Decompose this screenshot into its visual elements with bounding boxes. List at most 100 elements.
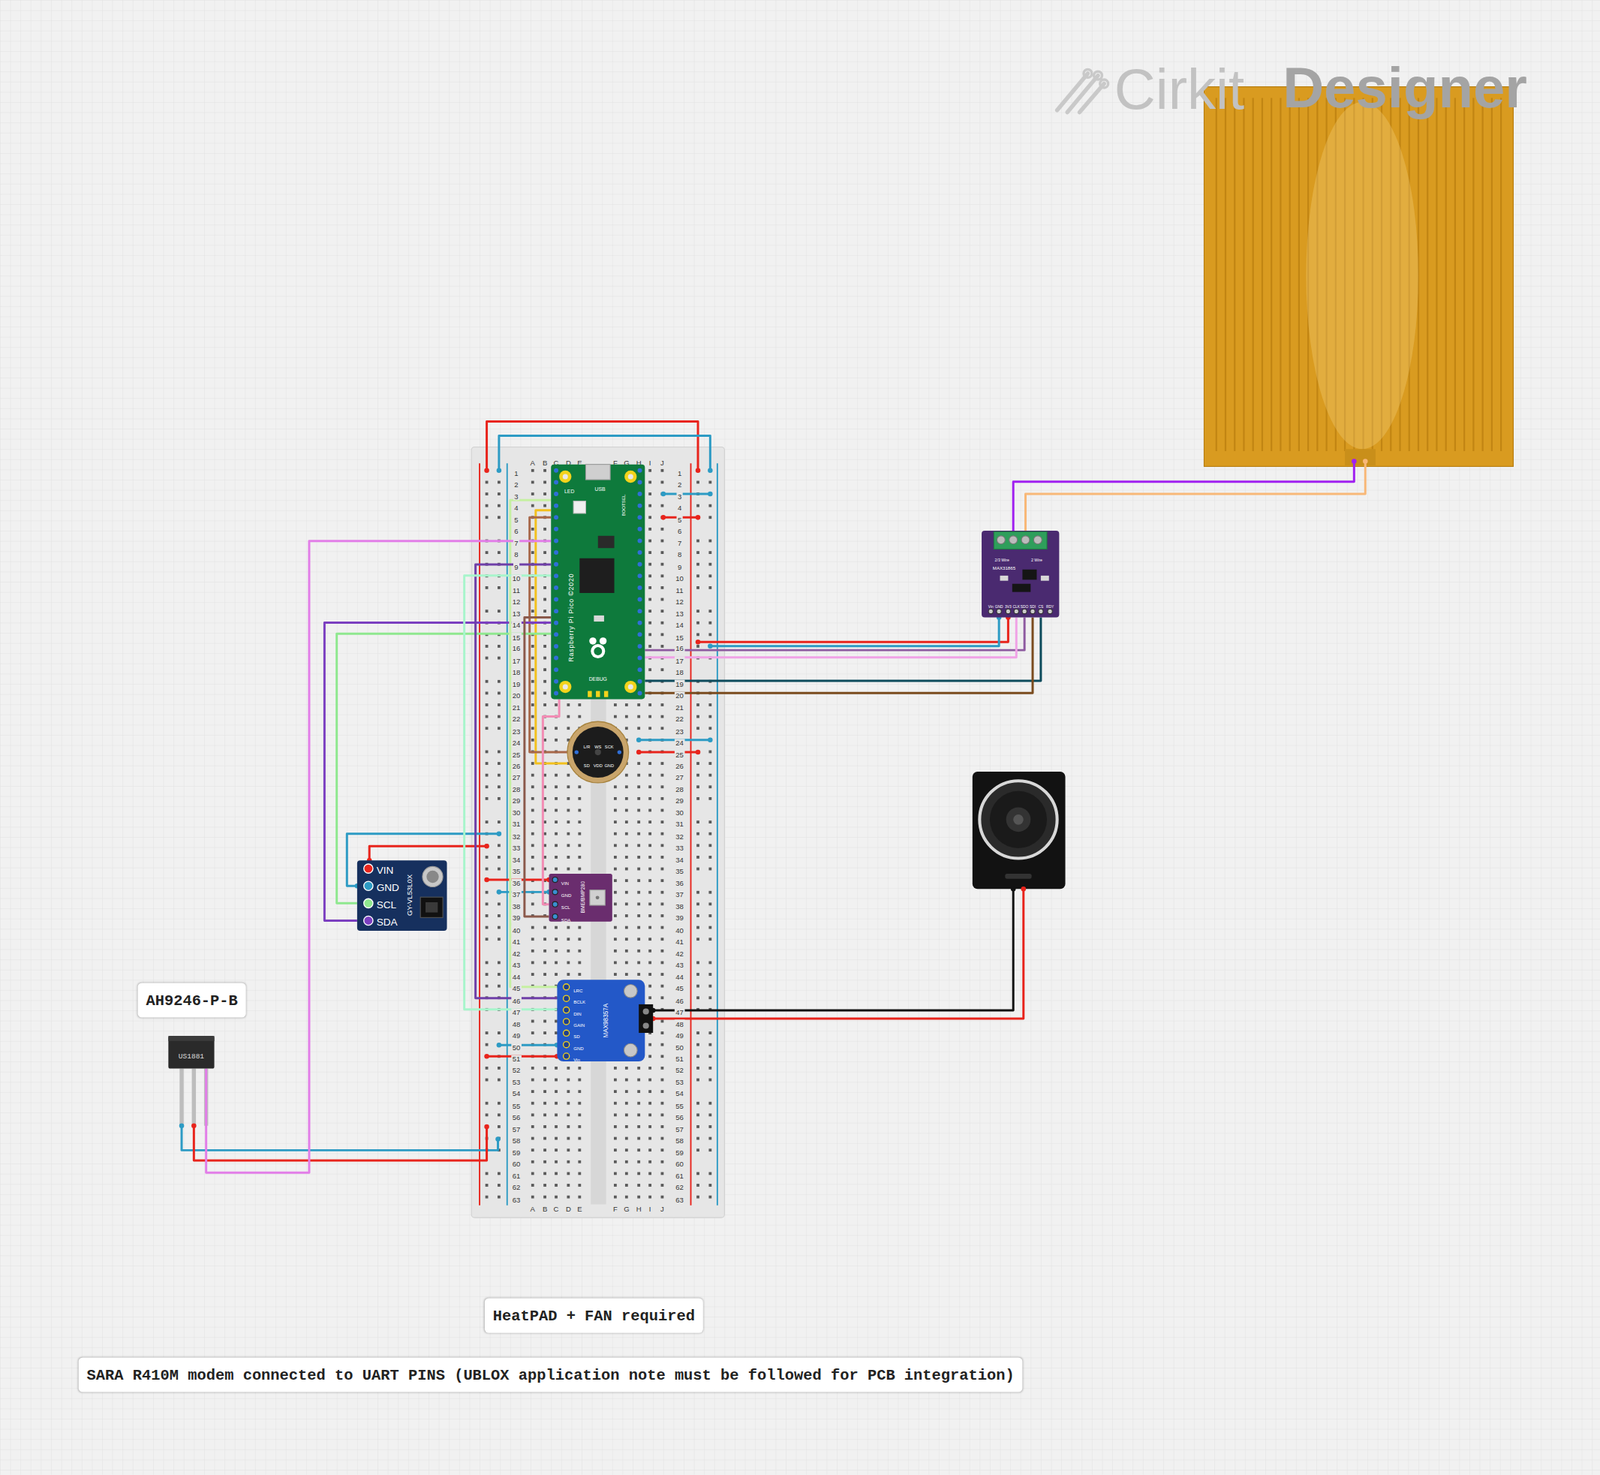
text-holder: A [529,1197,536,1215]
breadboard-hole [613,855,617,859]
wire-end [484,1124,490,1130]
breadboard-hole [661,1089,665,1093]
text-holder: 12 [511,591,521,608]
row-number: 35 [511,866,521,876]
text-holder: 12 [674,591,685,608]
heater-trace [1426,98,1429,452]
heat-pad [1203,87,1513,467]
breadboard-hole [708,1112,712,1116]
speaker-slot [1004,873,1032,879]
text-holder: 2/3 Wire [995,547,1010,565]
sensor-port [595,895,600,900]
wire-end [484,843,490,849]
breadboard-hole [577,1171,581,1175]
pin [552,913,558,919]
breadboard-hole [543,550,547,554]
breadboard-hole [543,667,547,671]
text-holder: 35 [674,860,685,878]
wire [487,1055,558,1058]
breadboard-hole [613,867,617,871]
column-letter: C [552,1204,560,1213]
text-holder: SCL [376,894,397,912]
row-number: 49 [674,1031,685,1040]
breadboard-hole [485,586,489,590]
breadboard-hole [696,1112,700,1116]
breadboard-hole [708,621,712,625]
breadboard-hole [543,949,547,953]
pin [553,550,559,555]
breadboard-hole [625,843,629,847]
microphone-face [572,726,624,778]
breadboard-hole [637,1148,641,1152]
breadboard-hole [661,1066,665,1070]
breadboard-hole [566,926,570,930]
breadboard-hole [637,937,641,941]
text-holder: 29 [511,790,521,807]
distance-sensor-board: VINGNDSCLSDAGY-VL53L0X [357,860,448,931]
pin [563,1018,570,1025]
wire [644,617,1041,681]
breadboard-hole [543,609,547,613]
breadboard-hole [625,890,629,894]
breadboard-hole [708,1148,712,1152]
breadboard-hole [577,703,581,707]
row-number: 23 [674,726,685,735]
text-holder: 55 [674,1094,685,1112]
breadboard-hole [485,784,489,788]
breadboard-hole [708,1124,712,1128]
pin-label: BCLK [573,1000,586,1005]
text-holder: 10 [674,567,685,584]
breadboard-hole [566,832,570,836]
breadboard-hole [696,1043,700,1047]
breadboard-hole [661,621,665,625]
row-number: 30 [511,808,521,817]
column-letter: E [576,1204,584,1213]
text-holder: E [576,1197,584,1215]
breadboard-hole [661,972,665,976]
breadboard-hole [708,820,712,824]
breadboard-hole [696,796,700,800]
logo-dot [1100,79,1109,88]
breadboard-hole [543,1148,547,1152]
breadboard-hole [637,926,641,930]
wire-end [496,831,503,837]
breadboard-hole [648,1112,652,1116]
breadboard-hole [696,726,700,730]
breadboard-hole [637,843,641,847]
breadboard-hole [696,773,700,777]
text-holder: 55 [511,1094,521,1112]
breadboard-hole [543,1195,547,1199]
pin-label: GND [561,893,572,899]
text-holder: 58 [674,1130,685,1147]
breadboard-hole [531,1101,535,1105]
text-holder: 28 [674,778,685,795]
breadboard-hole [543,1160,547,1164]
wire-end [179,1122,185,1128]
breadboard-hole [648,809,652,813]
breadboard-hole [637,1124,641,1128]
text-holder: 51 [511,1047,521,1065]
breadboard-hole [637,761,641,765]
breadboard-hole [554,796,558,800]
row-number: 46 [674,995,685,1005]
column-letter: I [647,1204,652,1213]
row-number: 16 [511,644,521,653]
wire [1013,461,1354,533]
wire [369,845,487,861]
text-holder: 52 [674,1059,685,1077]
breadboard-hole [577,832,581,836]
breadboard-hole [497,867,501,871]
breadboard-hole [648,632,652,636]
row-number: 29 [674,796,685,806]
breadboard-hole [497,784,501,788]
text-holder: Designer [1282,59,1528,117]
breadboard-hole [485,1066,489,1070]
text-holder: 63 [674,1188,685,1206]
breadboard-hole [696,761,700,765]
text-holder: 16 [511,637,521,655]
wire [697,617,1008,643]
part-label: US1881 [178,1052,205,1061]
pin-label: GND [573,1046,584,1051]
breadboard-hole [577,949,581,953]
speaker-cone [989,790,1047,849]
